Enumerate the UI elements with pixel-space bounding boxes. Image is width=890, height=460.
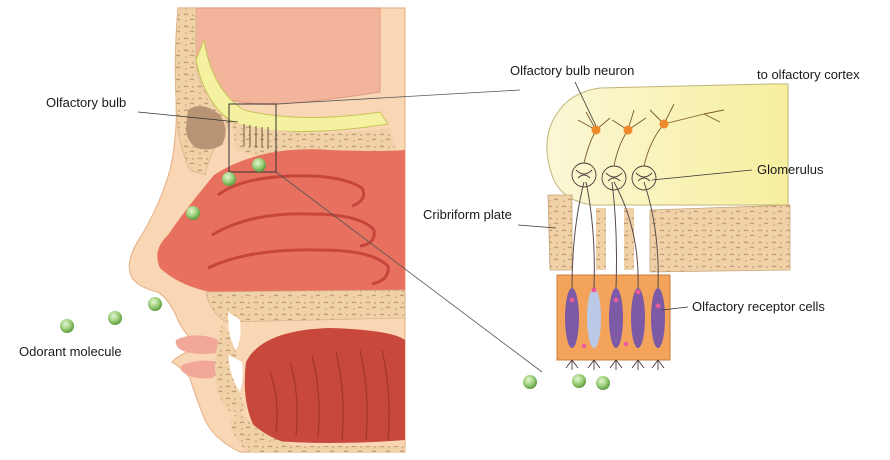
label-cribriform-plate: Cribriform plate: [423, 208, 512, 221]
cribriform-plate-mid1: [596, 208, 606, 270]
label-odorant-molecule: Odorant molecule: [19, 345, 122, 358]
brain: [196, 8, 380, 104]
label-to-olfactory-cortex: to olfactory cortex: [757, 68, 860, 81]
label-olfactory-bulb: Olfactory bulb: [46, 96, 126, 109]
cribriform-plate-left: [548, 195, 572, 270]
enlarged-view: [547, 84, 790, 370]
label-olfactory-receptor-cells: Olfactory receptor cells: [692, 300, 825, 313]
tongue: [245, 328, 405, 443]
receptor-cilia: [566, 360, 664, 370]
label-olfactory-bulb-neuron: Olfactory bulb neuron: [510, 64, 634, 77]
hard-palate: [206, 290, 405, 322]
head-section: [129, 8, 405, 452]
cribriform-plate-right: [650, 205, 790, 272]
label-glomerulus: Glomerulus: [757, 163, 823, 176]
